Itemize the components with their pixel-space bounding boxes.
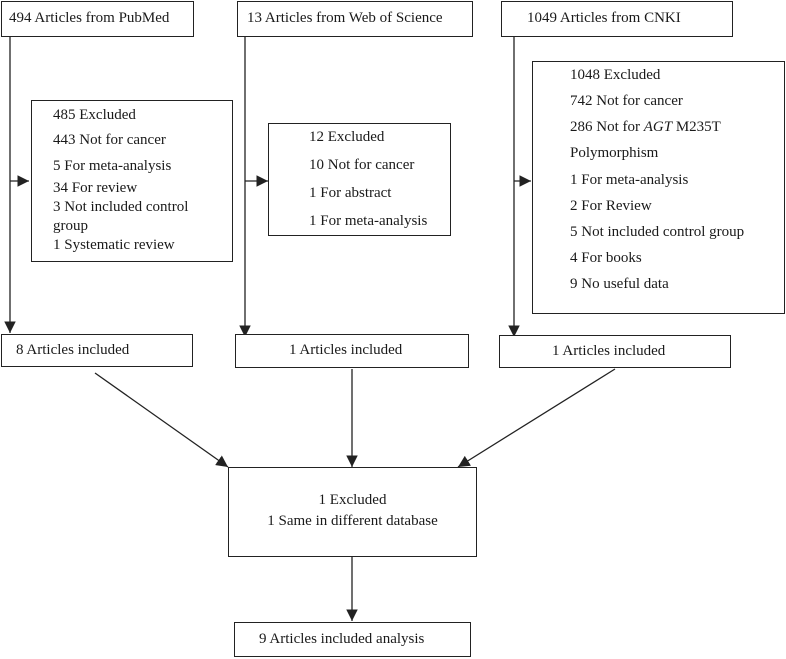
pubmed-excluded-line: 443 Not for cancer [53, 132, 166, 148]
cnki-excluded-box: 1048 Excluded 742 Not for cancer 286 Not… [532, 61, 785, 314]
wos-excluded-box: 12 Excluded 10 Not for cancer 1 For abst… [268, 123, 451, 236]
wos-included-box: 1 Articles included [235, 334, 469, 368]
wos-excluded-line: 1 For abstract [309, 185, 392, 201]
cnki-excluded-line: 5 Not included control group [570, 224, 745, 240]
wos-included-label: 1 Articles included [289, 342, 403, 358]
pubmed-included-label: 8 Articles included [16, 342, 130, 358]
final-included-box: 9 Articles included analysis [234, 622, 471, 657]
cnki-included-box: 1 Articles included [499, 335, 731, 368]
pubmed-to-merge-arrow [94, 372, 229, 468]
cnki-excluded-line: 1048 Excluded [570, 67, 661, 83]
pubmed-included-box: 8 Articles included [1, 334, 193, 367]
final-included-label: 9 Articles included analysis [259, 631, 425, 647]
cnki-excluded-line: 2 For Review [570, 198, 652, 214]
pubmed-excluded-line: 1 Systematic review [53, 237, 175, 253]
cnki-excluded-line-agt: 286 Not for AGT M235T [570, 117, 721, 137]
cnki-source-label: 1049 Articles from CNKI [527, 10, 681, 26]
wos-source-box: 13 Articles from Web of Science [237, 1, 473, 37]
pubmed-excluded-box: 485 Excluded 443 Not for cancer 5 For me… [31, 100, 233, 262]
pubmed-excluded-line: 485 Excluded [53, 107, 136, 123]
cnki-to-merge-arrow [457, 368, 616, 468]
duplicate-excluded-line: 1 Excluded [318, 492, 387, 508]
cnki-included-label: 1 Articles included [552, 343, 666, 359]
cnki-excluded-line: 4 For books [570, 250, 642, 266]
pubmed-excluded-line: group [53, 218, 88, 234]
wos-excluded-line: 10 Not for cancer [309, 157, 415, 173]
wos-excluded-line: 1 For meta-analysis [309, 213, 428, 229]
pubmed-excluded-line: 3 Not included control [53, 199, 189, 215]
cnki-excluded-line: 1 For meta-analysis [570, 172, 689, 188]
pubmed-source-label: 494 Articles from PubMed [9, 10, 170, 26]
wos-excluded-line: 12 Excluded [309, 129, 385, 145]
cnki-excluded-line: Polymorphism [570, 145, 659, 161]
duplicate-excluded-box: 1 Excluded 1 Same in different database [228, 467, 477, 557]
cnki-excluded-text: 286 Not for [570, 119, 644, 135]
cnki-excluded-line: 742 Not for cancer [570, 93, 683, 109]
wos-source-label: 13 Articles from Web of Science [247, 10, 443, 26]
cnki-source-box: 1049 Articles from CNKI [501, 1, 733, 37]
cnki-excluded-line: 9 No useful data [570, 276, 669, 292]
pubmed-source-box: 494 Articles from PubMed [1, 1, 194, 37]
duplicate-reason-line: 1 Same in different database [267, 513, 438, 529]
pubmed-excluded-line: 5 For meta-analysis [53, 158, 172, 174]
gene-name-italic: AGT [643, 119, 673, 135]
cnki-excluded-text: M235T [672, 119, 721, 135]
pubmed-excluded-line: 34 For review [53, 180, 138, 196]
